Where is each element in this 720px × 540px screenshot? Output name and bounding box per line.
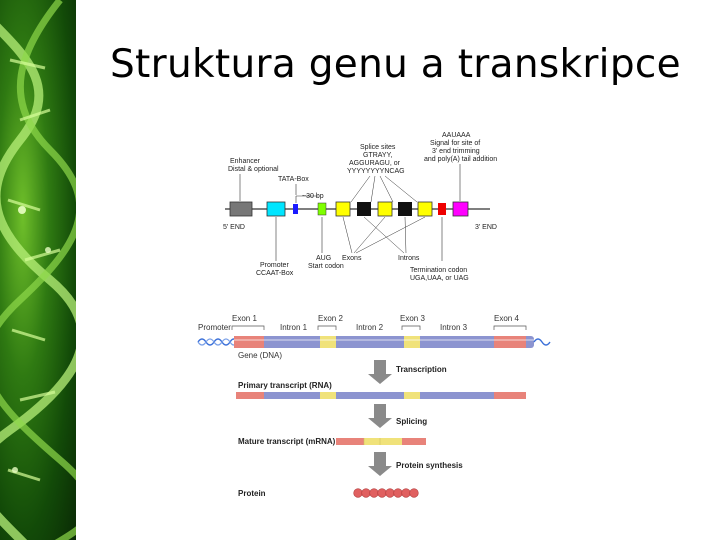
enhancer-label: Enhancer xyxy=(230,158,261,165)
exon-box xyxy=(335,201,351,217)
exon3-label: Exon 3 xyxy=(400,314,425,323)
enhancer-sub-label: Distal & optional xyxy=(228,166,279,173)
slide-title: Struktura genu a transkripce xyxy=(110,42,681,87)
transcription-label: Transcription xyxy=(396,365,447,374)
polya-label-3: 3' end trimming xyxy=(432,148,480,155)
ccaat-label: CCAAT-Box xyxy=(256,270,294,277)
splice-label-1: Splice sites xyxy=(360,144,396,151)
five-prime-end-label: 5' END xyxy=(223,224,245,231)
gene-dna-label: Gene (DNA) xyxy=(238,351,282,360)
exon1-label: Exon 1 xyxy=(232,314,257,323)
promoter-top-label: Promoter xyxy=(198,323,231,332)
gene-start-box xyxy=(317,202,327,216)
promoter-box xyxy=(266,201,286,217)
splice-label-3: AGGURAGU, or xyxy=(349,160,401,167)
gene-structure-diagram: ~30 bp Enhancer Distal & optional TATA-B… xyxy=(223,132,497,282)
exons-label: Exons xyxy=(342,255,362,262)
intron1-label: Intron 1 xyxy=(280,323,308,332)
intron-box xyxy=(357,202,371,216)
protein-synthesis-label: Protein synthesis xyxy=(396,461,463,470)
exon-box xyxy=(417,201,433,217)
polya-label-1: AAUAAA xyxy=(442,132,471,139)
promoter-label: Promoter xyxy=(260,262,289,269)
enhancer-box xyxy=(229,201,253,217)
splice-label-2: GTRAYY, xyxy=(363,152,392,159)
splice-label-4: YYYYYYYYNCAG xyxy=(347,168,405,175)
start-codon-label: Start codon xyxy=(308,263,344,270)
exon4-label: Exon 4 xyxy=(494,314,519,323)
exon2-label: Exon 2 xyxy=(318,314,343,323)
protein-label: Protein xyxy=(238,489,266,498)
polya-box xyxy=(452,201,469,217)
termination-label: Termination codon xyxy=(410,267,467,274)
intron2-label: Intron 2 xyxy=(356,323,384,332)
intron3-label: Intron 3 xyxy=(440,323,468,332)
intron-box xyxy=(398,202,412,216)
three-prime-end-label: 3' END xyxy=(475,224,497,231)
polya-label-2: Signal for site of xyxy=(430,140,480,147)
aug-label: AUG xyxy=(316,255,331,262)
primary-transcript-label: Primary transcript (RNA) xyxy=(238,381,332,390)
exon-box xyxy=(377,201,393,217)
dna-background-image xyxy=(0,0,76,540)
tata-box xyxy=(293,204,298,214)
termination-sub-label: UGA,UAA, or UAG xyxy=(410,275,469,282)
bp-label: ~30 bp xyxy=(302,193,324,200)
termination-box xyxy=(438,203,446,215)
polya-label-4: and poly(A) tail addition xyxy=(424,156,497,163)
introns-label: Introns xyxy=(398,255,420,262)
mature-transcript-label: Mature transcript (mRNA) xyxy=(238,437,336,446)
tata-label: TATA-Box xyxy=(278,176,309,183)
splicing-label: Splicing xyxy=(396,417,427,426)
transcription-diagram: Promoter Exon 1 Intron 1 Exon 2 Intron 2… xyxy=(197,314,551,498)
